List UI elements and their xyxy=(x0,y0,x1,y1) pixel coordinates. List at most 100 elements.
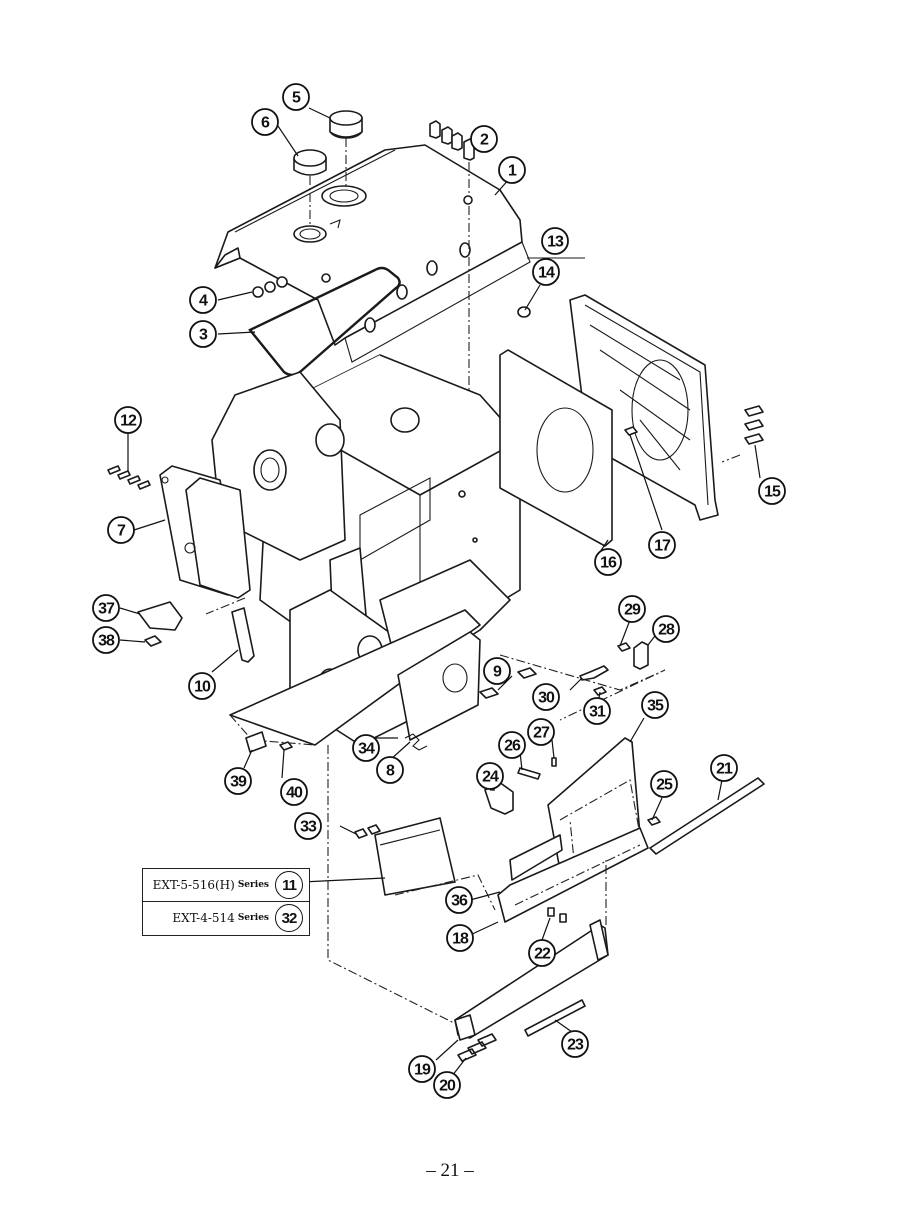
callout-circle xyxy=(188,672,216,700)
callout-number: 17 xyxy=(654,538,671,555)
callout-circle xyxy=(594,548,622,576)
callout-number: 9 xyxy=(493,664,502,681)
series-row-ext-5-516: EXT-5-516(H) Series 11 xyxy=(143,869,309,901)
callout-number: 18 xyxy=(452,931,469,948)
callout-number: 30 xyxy=(538,690,555,707)
callout-circle xyxy=(470,125,498,153)
callout-number: 38 xyxy=(98,633,115,650)
series-table: EXT-5-516(H) Series 11 EXT-4-514 Series … xyxy=(142,868,310,936)
callout-39: 39 xyxy=(224,767,252,795)
callout-number: 29 xyxy=(624,602,641,619)
callout-17: 17 xyxy=(648,531,676,559)
callout-circle xyxy=(583,697,611,725)
callout-circle xyxy=(445,886,473,914)
callout-5: 5 xyxy=(282,83,310,111)
series-suffix: Series xyxy=(237,880,269,890)
callout-number: 34 xyxy=(358,741,375,758)
callout-9: 9 xyxy=(483,657,511,685)
callout-circle xyxy=(758,477,786,505)
callout-circle xyxy=(561,1030,589,1058)
callout-2: 2 xyxy=(470,125,498,153)
callout-33: 33 xyxy=(294,812,322,840)
part-screw-38 xyxy=(144,635,162,647)
callout-number: 40 xyxy=(286,785,303,802)
series-part-callout: 32 xyxy=(275,904,303,932)
callout-number: 26 xyxy=(504,738,521,755)
callout-10: 10 xyxy=(188,672,216,700)
callout-number: 35 xyxy=(647,698,664,715)
callout-number: 15 xyxy=(764,484,781,501)
callout-1: 1 xyxy=(498,156,526,184)
part-plug xyxy=(517,306,531,318)
callout-circle xyxy=(224,767,252,795)
callout-7: 7 xyxy=(107,516,135,544)
part-nuts xyxy=(252,276,288,298)
callout-8: 8 xyxy=(376,756,404,784)
callout-36: 36 xyxy=(445,886,473,914)
part-pin xyxy=(231,607,255,663)
callout-15: 15 xyxy=(758,477,786,505)
callout-number: 20 xyxy=(439,1078,456,1095)
part-spring-26 xyxy=(517,767,541,780)
callout-circle xyxy=(114,406,142,434)
part-end-cover-assembly xyxy=(569,294,719,521)
callout-30: 30 xyxy=(532,683,560,711)
callout-circle xyxy=(408,1055,436,1083)
callout-number: 27 xyxy=(533,725,550,742)
callout-number: 14 xyxy=(538,265,555,282)
callout-number: 2 xyxy=(480,132,489,149)
callout-circle xyxy=(648,531,676,559)
part-screws-9 xyxy=(479,667,537,699)
callout-circle xyxy=(532,258,560,286)
callout-number: 13 xyxy=(547,234,564,251)
callout-40: 40 xyxy=(280,778,308,806)
part-screw-31 xyxy=(593,686,607,696)
callout-circle xyxy=(541,227,569,255)
callout-6: 6 xyxy=(251,108,279,136)
part-cap-large xyxy=(329,110,363,139)
callout-number: 10 xyxy=(194,679,211,696)
callout-24: 24 xyxy=(476,762,504,790)
callout-number: 12 xyxy=(120,413,137,430)
part-screw-27 xyxy=(551,757,557,767)
series-model: EXT-5-516(H) xyxy=(152,878,235,892)
part-side-cover xyxy=(159,465,251,599)
callout-number: 37 xyxy=(98,601,115,618)
part-bracket-28 xyxy=(633,641,649,670)
part-screws-20 xyxy=(457,1033,497,1062)
callout-circle xyxy=(294,812,322,840)
callout-circle xyxy=(189,286,217,314)
callout-circle xyxy=(527,718,555,746)
part-clip xyxy=(404,733,428,751)
callout-circle xyxy=(433,1071,461,1099)
callout-37: 37 xyxy=(92,594,120,622)
callout-number: 31 xyxy=(589,704,606,721)
callout-circle xyxy=(189,320,217,348)
part-slide-bracket xyxy=(454,924,609,1039)
part-latch xyxy=(137,601,183,631)
callout-23: 23 xyxy=(561,1030,589,1058)
callout-3: 3 xyxy=(189,320,217,348)
callout-circle xyxy=(483,657,511,685)
callout-number: 16 xyxy=(600,555,617,572)
callout-number: 22 xyxy=(534,946,551,963)
part-set-screws xyxy=(547,907,567,923)
callout-number: 4 xyxy=(199,293,208,310)
callout-number: 33 xyxy=(300,819,317,836)
part-cover-screws xyxy=(429,120,475,161)
callout-circle xyxy=(376,756,404,784)
callout-circle xyxy=(532,683,560,711)
callout-circle xyxy=(107,516,135,544)
callout-number: 23 xyxy=(567,1037,584,1054)
part-spring-23 xyxy=(524,999,586,1037)
callout-circle xyxy=(282,83,310,111)
callout-4: 4 xyxy=(189,286,217,314)
callout-number: 24 xyxy=(482,769,499,786)
part-guard xyxy=(497,827,649,923)
callout-34: 34 xyxy=(352,734,380,762)
callout-13: 13 xyxy=(541,227,569,255)
callout-number: 39 xyxy=(230,774,247,791)
callout-number: 6 xyxy=(261,115,270,132)
